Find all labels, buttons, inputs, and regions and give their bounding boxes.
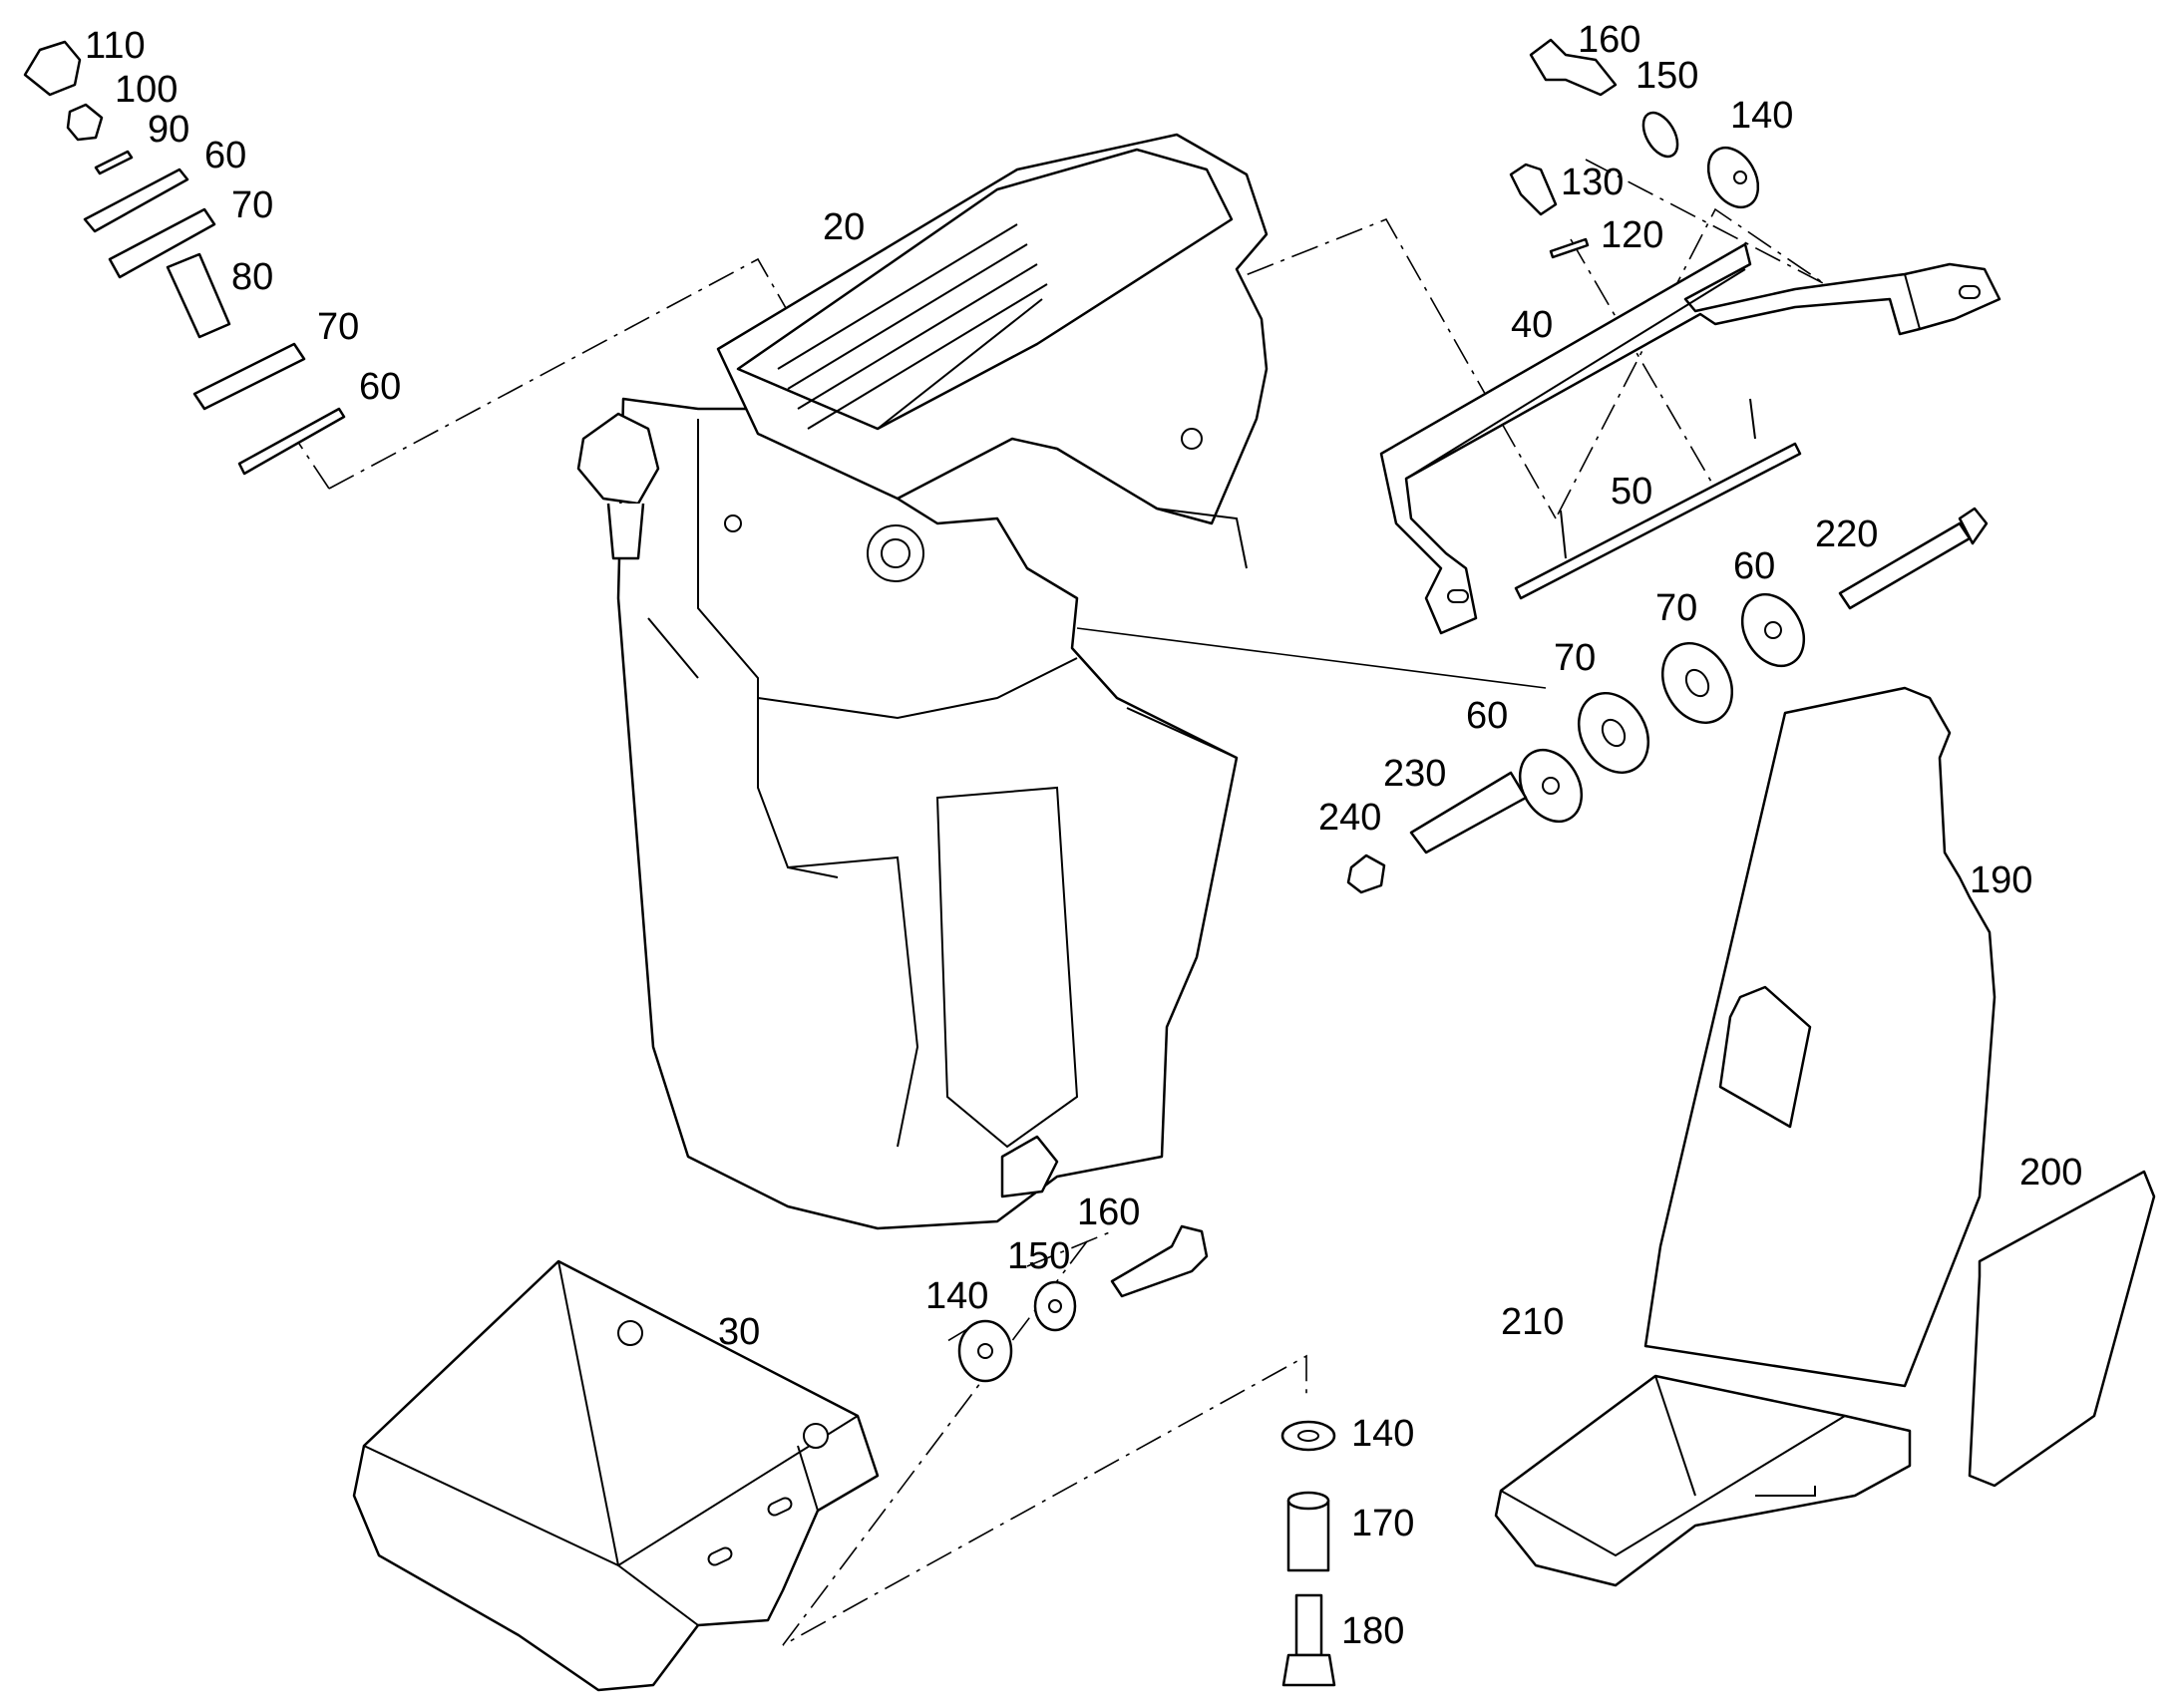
fasteners-top-left bbox=[23, 40, 346, 476]
callout-170: 170 bbox=[1351, 1503, 1414, 1544]
callout-180: 180 bbox=[1341, 1610, 1404, 1652]
callout-140: 140 bbox=[925, 1275, 988, 1317]
callout-70: 70 bbox=[1655, 587, 1697, 629]
callout-140: 140 bbox=[1730, 95, 1793, 137]
fasteners-right-side bbox=[1346, 507, 1989, 894]
callout-150: 150 bbox=[1007, 1235, 1070, 1277]
callout-110: 110 bbox=[85, 25, 146, 67]
part-20-fuel-tank bbox=[576, 133, 1269, 1230]
part-210-lower-cover bbox=[1494, 1374, 1912, 1587]
callout-60: 60 bbox=[359, 366, 401, 408]
callout-70: 70 bbox=[231, 184, 273, 226]
part-190-cover-pad bbox=[1643, 686, 1997, 1388]
part-30-lower-shield bbox=[352, 1259, 880, 1692]
callout-30: 30 bbox=[718, 1311, 760, 1353]
callout-70: 70 bbox=[1554, 637, 1596, 679]
callout-90: 90 bbox=[148, 109, 189, 151]
callout-120: 120 bbox=[1601, 214, 1663, 256]
fasteners-top-right bbox=[1509, 38, 1760, 259]
callout-150: 150 bbox=[1635, 55, 1698, 97]
callout-140: 140 bbox=[1351, 1413, 1414, 1455]
callout-60: 60 bbox=[204, 135, 246, 176]
callout-240: 240 bbox=[1318, 797, 1381, 839]
callout-60: 60 bbox=[1466, 695, 1508, 737]
part-40-bracket bbox=[1379, 242, 2001, 635]
callout-labels: 110 100 90 60 70 80 70 60 20 160 150 140… bbox=[85, 19, 2082, 1652]
fasteners-bottom bbox=[957, 1224, 1336, 1687]
callout-210: 210 bbox=[1501, 1301, 1564, 1343]
part-200-plate bbox=[1968, 1170, 2156, 1488]
callout-130: 130 bbox=[1561, 162, 1624, 203]
callout-20: 20 bbox=[823, 206, 865, 248]
callout-190: 190 bbox=[1970, 859, 2032, 901]
callout-60: 60 bbox=[1733, 545, 1775, 587]
callout-160: 160 bbox=[1077, 1192, 1140, 1233]
callout-80: 80 bbox=[231, 256, 273, 298]
callout-200: 200 bbox=[2019, 1152, 2082, 1194]
callout-220: 220 bbox=[1815, 513, 1878, 555]
part-50-clamp-strap bbox=[1514, 398, 1802, 600]
callout-50: 50 bbox=[1611, 471, 1652, 512]
callout-230: 230 bbox=[1383, 753, 1446, 795]
callout-100: 100 bbox=[115, 69, 178, 111]
callout-70: 70 bbox=[317, 306, 359, 348]
callout-40: 40 bbox=[1511, 304, 1553, 346]
callout-160: 160 bbox=[1578, 19, 1640, 61]
